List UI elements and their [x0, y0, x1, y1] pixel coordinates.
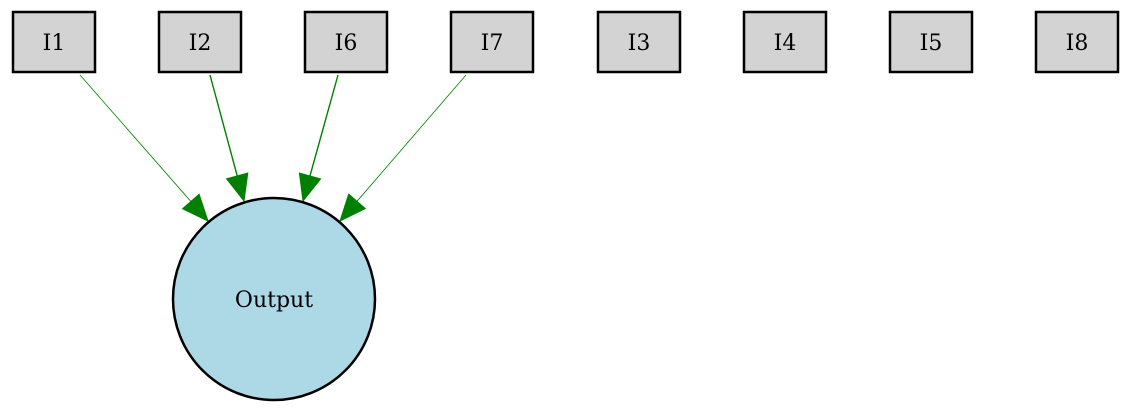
edges: [79, 74, 467, 222]
input-node-label: I3: [628, 31, 651, 56]
arrowhead: [225, 172, 249, 203]
input-node-i6: I6: [303, 10, 389, 74]
input-node-label: I5: [920, 31, 943, 56]
input-node-label: I2: [189, 31, 212, 56]
edge-line: [309, 74, 339, 177]
arrowhead: [339, 193, 367, 222]
edge-i7-to-output: [339, 74, 467, 222]
input-node-i5: I5: [888, 10, 974, 74]
input-node-label: I7: [481, 31, 504, 56]
input-node-label: I4: [774, 31, 797, 56]
edge-i2-to-output: [209, 74, 249, 203]
input-node-i3: I3: [596, 10, 682, 74]
output-node-group: Output: [171, 196, 377, 402]
edge-i6-to-output: [298, 74, 339, 203]
edge-line: [356, 74, 467, 202]
output-node: [171, 196, 377, 402]
input-node-box: [449, 10, 535, 74]
input-node-box: [596, 10, 682, 74]
input-node-i2: I2: [157, 10, 243, 74]
input-node-i8: I8: [1034, 10, 1120, 74]
arrowhead: [298, 172, 322, 203]
input-node-box: [11, 10, 97, 74]
input-nodes: I1 I2 I6 I7 I3 I4 I5 I8: [11, 10, 1120, 74]
input-node-label: I1: [43, 31, 66, 56]
input-node-label: I8: [1066, 31, 1089, 56]
arrowhead: [181, 193, 209, 222]
input-node-i4: I4: [742, 10, 828, 74]
input-node-i7: I7: [449, 10, 535, 74]
input-node-box: [157, 10, 243, 74]
input-node-box: [888, 10, 974, 74]
input-node-label: I6: [335, 31, 358, 56]
edge-line: [79, 74, 192, 202]
edge-line: [209, 74, 238, 177]
input-node-box: [742, 10, 828, 74]
edge-i1-to-output: [79, 74, 209, 222]
input-node-i1: I1: [11, 10, 97, 74]
input-node-box: [1034, 10, 1120, 74]
input-node-box: [303, 10, 389, 74]
output-node-label: Output: [235, 288, 313, 313]
